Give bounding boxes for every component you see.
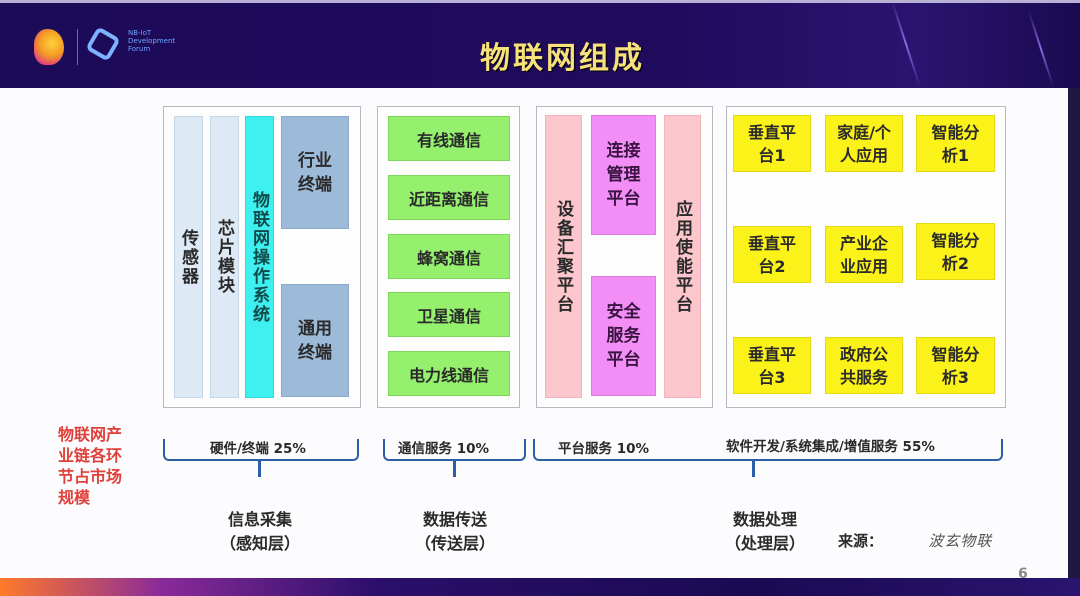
layer-title: 数据传送	[422, 510, 487, 529]
box-powerline-comm: 电力线通信	[388, 351, 510, 396]
page-number: 6	[1018, 566, 1028, 582]
box-connection-mgmt-platform: 连接管理平台	[591, 115, 656, 235]
market-share-hardware: 硬件/终端 25%	[210, 441, 306, 457]
box-vertical-platform-2: 垂直平台2	[733, 226, 811, 283]
wechat-watermark: 波玄物联	[928, 532, 993, 550]
logo-text-line: Development	[128, 37, 176, 45]
box-home-personal-app: 家庭/个人应用	[825, 115, 903, 172]
box-security-service-platform: 安全服务平台	[591, 276, 656, 396]
app-label: 产业企业应用	[839, 233, 888, 276]
layer-title: 信息采集	[227, 510, 292, 529]
box-iot-os: 物联网操作系统	[245, 116, 274, 398]
market-size-note: 物联网产业链各环节占市场规模	[58, 425, 123, 507]
market-share-software: 软件开发/系统集成/增值服务 55%	[726, 439, 935, 455]
app-label: 垂直平台2	[747, 233, 796, 276]
box-smart-analysis-3: 智能分析3	[916, 337, 995, 394]
box-app-enablement-platform: 应用使能平台	[664, 115, 701, 398]
source-attribution: 来源： 波玄物联	[838, 530, 992, 551]
bracket-hardware	[163, 439, 359, 461]
logo-divider	[77, 29, 78, 65]
app-label: 政府公共服务	[839, 344, 888, 387]
box-wired-comm: 有线通信	[388, 116, 510, 161]
connection-mgmt-label: 连接管理平台	[606, 141, 641, 209]
layer-perception: 信息采集 （感知层）	[200, 508, 320, 556]
app-label: 垂直平台3	[747, 344, 796, 387]
layer-processing: 数据处理 （处理层）	[705, 508, 825, 556]
window-edge	[1068, 88, 1080, 578]
box-vertical-platform-3: 垂直平台3	[733, 337, 811, 394]
logo-text-line: Forum	[128, 45, 151, 53]
app-label: 家庭/个人应用	[837, 122, 891, 165]
layer-subtitle: （感知层）	[219, 534, 300, 553]
box-government-public-service: 政府公共服务	[825, 337, 903, 394]
market-share-communication: 通信服务 10%	[398, 441, 490, 457]
box-satellite-comm: 卫星通信	[388, 292, 510, 337]
app-label: 垂直平台1	[747, 122, 796, 165]
forum-logo-icon	[34, 29, 64, 65]
box-cellular-comm: 蜂窝通信	[388, 234, 510, 279]
layer-transport: 数据传送 （传送层）	[395, 508, 515, 556]
logo-text-line: NB-IoT	[128, 29, 152, 37]
industry-terminal-label: 行业终端	[298, 150, 332, 195]
box-smart-analysis-2: 智能分析2	[916, 223, 995, 280]
bracket-stem-hardware	[258, 461, 261, 477]
bracket-stem-communication	[453, 461, 456, 477]
decorative-streak	[1027, 10, 1055, 88]
box-industry-terminal: 行业终端	[281, 116, 349, 229]
box-industry-enterprise-app: 产业企业应用	[825, 226, 903, 283]
box-chip-module: 芯片模块	[210, 116, 239, 398]
security-service-label: 安全服务平台	[606, 302, 641, 370]
decorative-streak	[891, 0, 921, 88]
slide-header: NB-IoT Development Forum 物联网组成	[0, 0, 1080, 88]
logo-text: NB-IoT Development Forum	[128, 29, 188, 53]
box-general-terminal: 通用终端	[281, 284, 349, 397]
app-label: 智能分析3	[931, 344, 980, 387]
slide-title: 物联网组成	[480, 41, 645, 76]
box-smart-analysis-1: 智能分析1	[916, 115, 995, 172]
layer-subtitle: （传送层）	[414, 534, 495, 553]
bracket-stem-processing	[752, 461, 755, 477]
box-device-aggregation-platform: 设备汇聚平台	[545, 115, 582, 398]
source-label: 来源：	[838, 532, 884, 550]
layer-title: 数据处理	[732, 510, 797, 529]
app-label: 智能分析1	[931, 122, 980, 165]
slide-footer	[0, 578, 1080, 596]
hexagon-logo-icon	[85, 26, 121, 62]
box-vertical-platform-1: 垂直平台1	[733, 115, 811, 172]
bracket-processing	[533, 439, 1003, 461]
bracket-communication	[383, 439, 526, 461]
box-short-range-comm: 近距离通信	[388, 175, 510, 220]
layer-subtitle: （处理层）	[724, 534, 805, 553]
market-share-platform: 平台服务 10%	[558, 441, 650, 457]
general-terminal-label: 通用终端	[298, 318, 332, 363]
box-sensor: 传感器	[174, 116, 203, 398]
app-label: 智能分析2	[931, 230, 980, 273]
